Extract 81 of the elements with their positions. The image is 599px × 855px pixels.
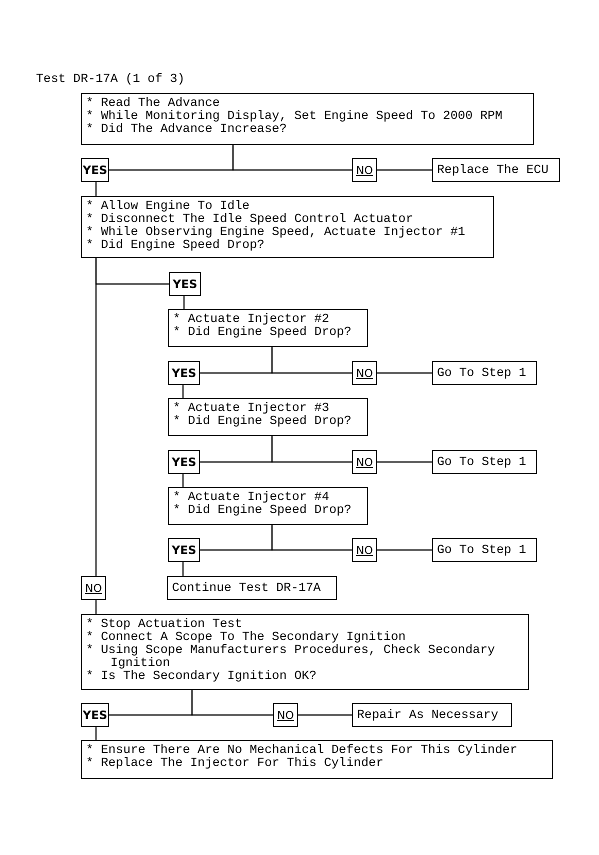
step-text: * Did Engine Speed Drop? (173, 415, 352, 428)
step-box (168, 487, 368, 525)
step-box (81, 614, 529, 690)
connector-line (182, 385, 184, 398)
step-text: * Actuate Injector #2 (173, 313, 330, 326)
yes-label: YES (172, 366, 196, 380)
yes-label: YES (172, 277, 198, 291)
step-text: * Did Engine Speed Drop? (86, 239, 266, 252)
step-text: * Actuate Injector #4 (173, 491, 330, 504)
connector-line (182, 562, 184, 576)
connector-line (182, 474, 184, 487)
step-text: * Actuate Injector #3 (173, 402, 330, 415)
yes-label: YES (172, 455, 196, 469)
no-box (81, 576, 106, 600)
step-text: * Is The Secondary Ignition OK? (86, 670, 318, 683)
step-text: * While Observing Engine Speed, Actuate Injector #1 (86, 226, 466, 239)
step-text: * Stop Actuation Test (86, 618, 244, 631)
result-text: Repair As Necessary (357, 708, 498, 722)
step-box (168, 309, 368, 347)
no-label: NO (356, 366, 373, 380)
step-box (81, 740, 553, 779)
result-text: Go To Step 1 (437, 455, 526, 469)
result-box (432, 158, 560, 182)
no-label: NO (277, 708, 294, 722)
connector-line (95, 727, 97, 740)
no-label: NO (356, 544, 373, 556)
result-text: Go To Step 1 (437, 543, 526, 557)
connector-line (95, 258, 97, 576)
yes-box (81, 703, 109, 727)
connector-line (377, 169, 432, 171)
result-box (432, 450, 537, 474)
connector-line (377, 461, 432, 463)
no-box (352, 361, 377, 385)
result-box (352, 703, 512, 727)
no-label: NO (85, 582, 102, 594)
step-text: * Did Engine Speed Drop? (173, 326, 352, 339)
step-box (81, 196, 494, 258)
no-box (352, 538, 377, 562)
step-box (168, 398, 368, 436)
step-text: * Did The Advance Increase? (86, 123, 288, 136)
step-text: * Allow Engine To Idle (86, 200, 251, 213)
yes-box (168, 450, 200, 474)
connector-line (232, 145, 352, 171)
step-text: * Ensure There Are No Mechanical Defects For This Cylinder (86, 744, 518, 757)
no-box (352, 158, 377, 182)
step-text: * Disconnect The Idle Speed Control Actuator (86, 213, 414, 226)
yes-box (168, 538, 200, 562)
no-label: NO (356, 164, 373, 176)
no-box (352, 450, 377, 474)
result-box (432, 361, 537, 385)
step-box (81, 93, 534, 145)
step-text: * Replace The Injector For This Cylinder (86, 757, 384, 770)
result-box (167, 576, 337, 600)
diagram-title: Test DR-17A (1 of 3) (36, 72, 185, 86)
connector-line (271, 525, 352, 551)
result-text: Continue Test DR-17A (172, 581, 321, 595)
no-box (273, 703, 298, 727)
step-text: * Connect A Scope To The Secondary Ignition (86, 631, 407, 644)
connector-line (95, 600, 97, 614)
yes-box (169, 272, 201, 296)
step-text: * Using Scope Manufacturers Procedures, Check Secondary Ignition (86, 644, 496, 670)
yes-label: YES (82, 708, 108, 722)
step-text: * While Monitoring Display, Set Engine Speed To 2000 RPM (86, 110, 504, 123)
yes-label: YES (172, 543, 196, 557)
connector-line (95, 182, 97, 196)
connector-line (271, 436, 352, 463)
connector-line (191, 690, 273, 716)
connector-line (298, 714, 352, 716)
yes-box (168, 361, 200, 385)
result-text: Replace The ECU (437, 163, 549, 177)
connector-line (377, 372, 432, 374)
yes-label: YES (82, 163, 108, 177)
connector-line (271, 347, 352, 374)
no-label: NO (356, 456, 373, 468)
connector-line (183, 296, 185, 309)
connector-line (377, 549, 432, 551)
yes-box (81, 158, 109, 182)
step-text: * Read The Advance (86, 97, 221, 110)
result-box (432, 538, 537, 562)
step-text: * Did Engine Speed Drop? (173, 504, 352, 517)
result-text: Go To Step 1 (437, 366, 526, 380)
